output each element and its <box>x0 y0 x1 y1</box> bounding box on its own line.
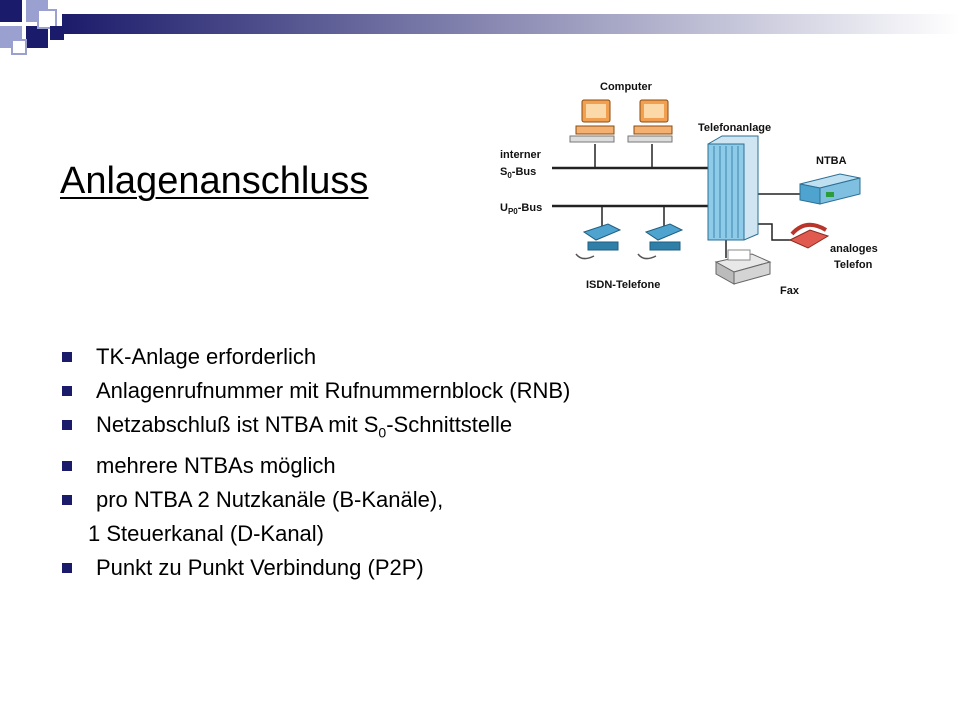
header-decoration <box>0 0 960 55</box>
ntba-icon <box>799 173 861 205</box>
fax-icon <box>714 249 772 285</box>
deco-square <box>26 26 48 48</box>
square-bullet-icon <box>62 352 72 362</box>
isdn-network-diagram: Computer Telefonanlage interner S0-Bus U… <box>500 81 878 297</box>
label-telefon: Telefon <box>834 259 873 271</box>
bullet-item: pro NTBA 2 Nutzkanäle (B-Kanäle), <box>60 483 570 517</box>
isdn-phone-icon <box>637 223 684 260</box>
label-computer: Computer <box>600 81 653 93</box>
bullet-item: Netzabschluß ist NTBA mit S0-Schnittstel… <box>60 408 570 449</box>
computer-icon <box>569 99 615 143</box>
label-analoges: analoges <box>830 243 878 255</box>
label-telefonanlage: Telefonanlage <box>698 122 771 134</box>
square-bullet-icon <box>62 495 72 506</box>
bullet-item: TK-Anlage erforderlich <box>60 340 570 374</box>
telefonanlage-icon <box>707 135 759 241</box>
bullet-list: TK-Anlage erforderlich Anlagenrufnummer … <box>60 340 570 585</box>
deco-square <box>50 26 64 40</box>
analog-phone-icon <box>788 222 830 249</box>
label-ntba: NTBA <box>816 155 847 167</box>
slide-title: Anlagenanschluss <box>60 160 369 202</box>
label-isdn-telefone: ISDN-Telefone <box>586 279 660 291</box>
bullet-item: Punkt zu Punkt Verbindung (P2P) <box>60 551 570 585</box>
label-fax: Fax <box>780 285 800 297</box>
computer-icon <box>627 99 673 143</box>
label-interner: interner <box>500 149 542 161</box>
square-bullet-icon <box>62 420 72 430</box>
bullet-item: Anlagenrufnummer mit Rufnummernblock (RN… <box>60 374 570 408</box>
deco-square <box>0 0 22 22</box>
label-upo-bus: UP0-Bus <box>500 202 542 216</box>
bullet-continuation: 1 Steuerkanal (D-Kanal) <box>88 521 325 547</box>
square-bullet-icon <box>62 386 72 396</box>
square-bullet-icon <box>62 563 72 574</box>
deco-square <box>11 39 27 55</box>
header-gradient-bar <box>62 14 960 34</box>
square-bullet-icon <box>62 461 72 472</box>
bullet-item: mehrere NTBAs möglich <box>60 449 570 483</box>
label-s0-bus: S0-Bus <box>500 166 536 180</box>
deco-square <box>37 9 57 29</box>
isdn-phone-icon <box>575 223 622 260</box>
